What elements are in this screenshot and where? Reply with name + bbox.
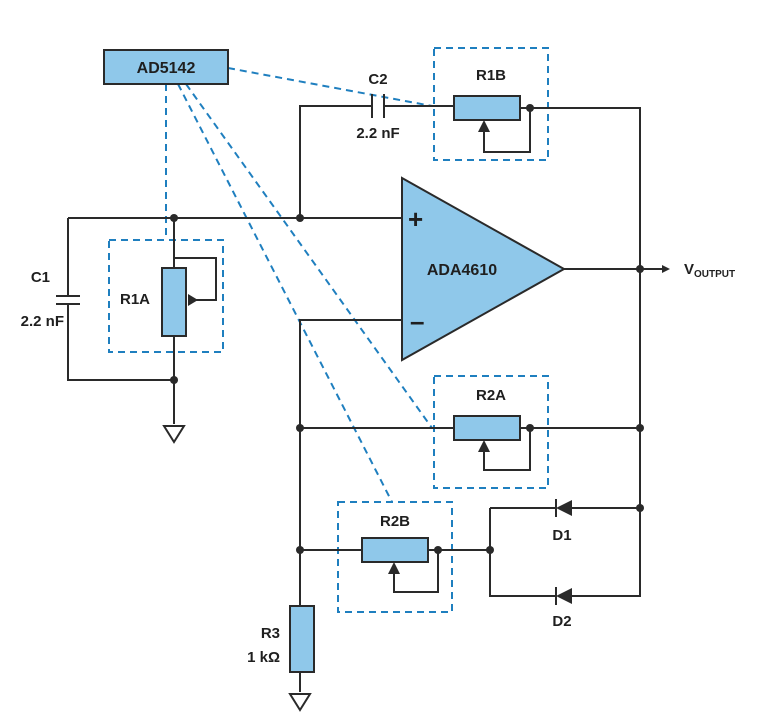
pot-r2a: R2A [453, 387, 521, 452]
control-line-r2a [185, 83, 433, 429]
junction [636, 265, 644, 273]
pot-r1a: R1A [120, 267, 198, 337]
junction [296, 214, 304, 222]
d1-label: D1 [552, 527, 571, 544]
r3-label: R3 [261, 625, 280, 642]
wire-c2-left [299, 105, 372, 218]
junction [296, 546, 304, 554]
resistor-r3: R3 1 kΩ [247, 605, 315, 673]
r1b-enclosure [433, 47, 549, 161]
wires [67, 105, 670, 692]
wire-diodes-left [489, 508, 556, 597]
pot-r2b: R2B [361, 513, 429, 574]
capacitor-c2: C2 2.2 nF [356, 71, 399, 142]
diode-d2: D2 [552, 587, 572, 630]
junction [170, 214, 178, 222]
c2-value: 2.2 nF [356, 125, 399, 142]
wire-r2b-wiper [393, 550, 439, 593]
ground-r1a [162, 425, 186, 444]
junction [636, 504, 644, 512]
c1-value: 2.2 nF [21, 313, 64, 330]
r2a-enclosure [433, 375, 549, 489]
r2b-label: R2B [380, 513, 410, 530]
junction [296, 424, 304, 432]
junction [486, 546, 494, 554]
wire-c1-bottom [67, 304, 174, 381]
r1a-label: R1A [120, 291, 150, 308]
r2b-enclosure [337, 501, 453, 613]
r3-value: 1 kΩ [247, 649, 280, 666]
control-line-r1b [227, 67, 433, 107]
ad5142-chip: AD5142 [103, 49, 229, 85]
opamp-minus-sign: – [410, 306, 424, 336]
diode-d1: D1 [552, 499, 572, 544]
pot-r1b: R1B [453, 67, 521, 134]
ad5142-label: AD5142 [137, 60, 196, 77]
r1b-label: R1B [476, 67, 506, 84]
opamp-body [401, 176, 567, 362]
ad5142-body [103, 49, 229, 85]
wire-r2a-wiper [483, 428, 531, 471]
junction [526, 424, 534, 432]
c2-label: C2 [368, 71, 387, 88]
control-line-r2b [177, 83, 393, 503]
wire-r1b-wiper [483, 108, 531, 153]
r1a-enclosure [108, 239, 224, 353]
junction [526, 104, 534, 112]
wire-diodes-right [572, 507, 641, 597]
wire-inverting-input [299, 319, 402, 606]
junction [170, 376, 178, 384]
opamp-plus-sign: + [408, 204, 423, 234]
ground-r3 [288, 693, 312, 712]
capacitor-c1: C1 2.2 nF [21, 269, 80, 330]
c1-label: C1 [31, 269, 50, 286]
r2a-label: R2A [476, 387, 506, 404]
output-label: VOUTPUT [684, 261, 735, 280]
opamp-ada4610: + – ADA4610 [401, 176, 567, 362]
junction [636, 424, 644, 432]
d2-label: D2 [552, 613, 571, 630]
junction [434, 546, 442, 554]
wire-right-rail [520, 107, 641, 508]
junction-dots [170, 104, 644, 554]
wire-r1a-wiper [174, 257, 217, 301]
digital-control-lines [165, 67, 433, 503]
opamp-label: ADA4610 [427, 262, 497, 279]
